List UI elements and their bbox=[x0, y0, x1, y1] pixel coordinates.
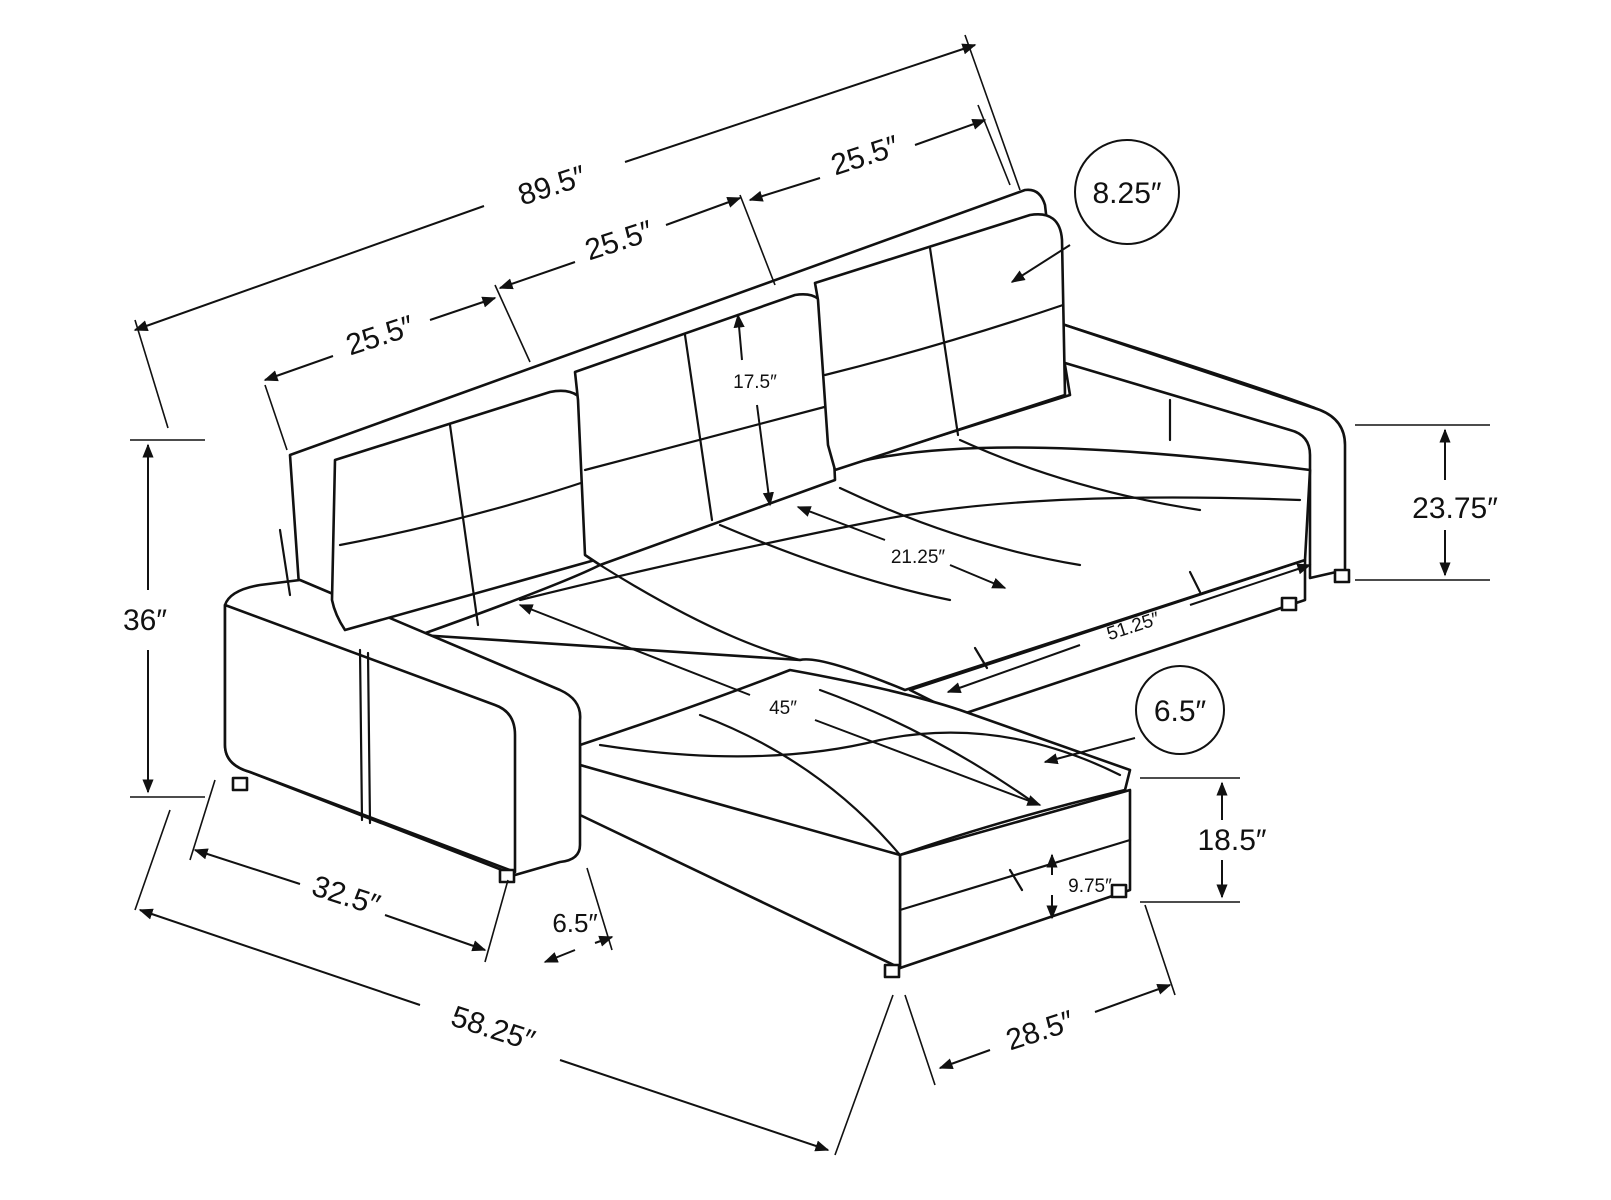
right-arm-top bbox=[1048, 318, 1322, 412]
label-back-height: 17.5″ bbox=[733, 372, 777, 393]
label-cushion-thickness: 8.25″ bbox=[1092, 177, 1161, 210]
dimension-lines bbox=[130, 34, 1490, 1156]
callout-circle-back-cushion bbox=[1074, 139, 1180, 245]
leg-chaise-front bbox=[883, 963, 901, 979]
leg-arm-right bbox=[1333, 568, 1351, 584]
chaise-storage-handle bbox=[1008, 868, 1024, 892]
leg-front-left bbox=[231, 776, 249, 792]
leg-front-middle bbox=[498, 868, 516, 884]
leg-chaise-right bbox=[1110, 883, 1128, 899]
sofa-storage-handle-2 bbox=[973, 646, 989, 670]
label-chaise-length: 45″ bbox=[769, 698, 797, 719]
label-overall-height: 36″ bbox=[123, 604, 167, 637]
label-cushion-right: 25.5″ bbox=[827, 129, 903, 182]
label-arm-width: 6.5″ bbox=[552, 908, 597, 938]
label-cushion-middle: 25.5″ bbox=[581, 214, 657, 267]
label-seat-depth: 21.25″ bbox=[891, 547, 946, 568]
back-cushion-right bbox=[813, 212, 1067, 472]
right-arm bbox=[1048, 318, 1347, 580]
label-arm-height: 23.75″ bbox=[1412, 492, 1498, 525]
leg-sofa-right bbox=[1280, 596, 1298, 612]
label-seat-height: 18.5″ bbox=[1197, 824, 1266, 857]
sofa-seat-cushions bbox=[418, 446, 1312, 692]
sofa-drawing bbox=[223, 188, 1351, 979]
label-arm-depth: 32.5″ bbox=[308, 870, 384, 923]
label-cushion-left: 25.5″ bbox=[342, 309, 418, 362]
label-overall-width: 89.5″ bbox=[514, 159, 590, 212]
callout-circle-seat-cushion bbox=[1135, 665, 1225, 755]
label-chaise-width: 28.5″ bbox=[1002, 1004, 1078, 1057]
label-storage-height: 9.75″ bbox=[1068, 876, 1112, 897]
label-overall-depth: 58.25″ bbox=[447, 1000, 539, 1058]
label-seat-cushion-thickness: 6.5″ bbox=[1154, 695, 1207, 728]
sofa-storage-handle bbox=[1188, 570, 1202, 594]
